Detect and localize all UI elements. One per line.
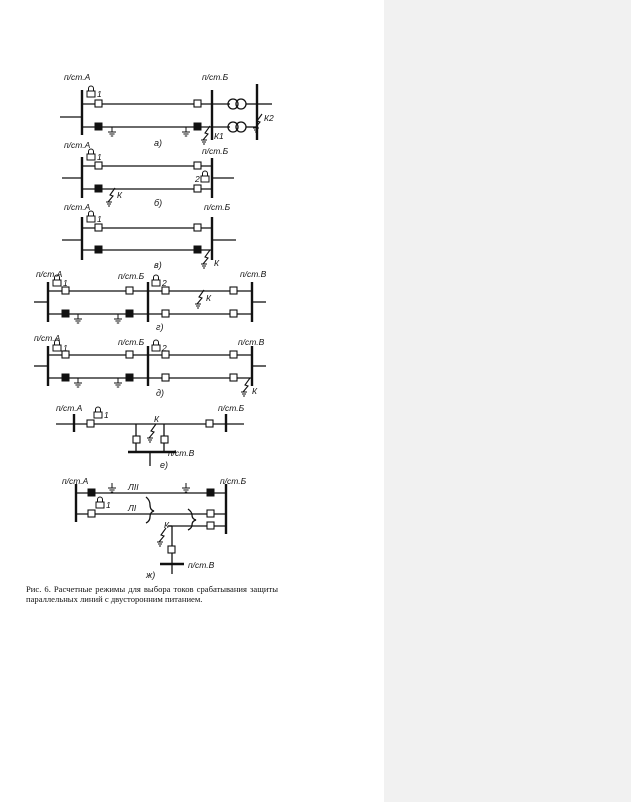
scheme-d: п/ст.А п/ст.Б п/ст.В 1 2 К д): [34, 333, 266, 398]
label-k: К: [164, 520, 170, 530]
fault-icon: [146, 423, 157, 443]
scheme-g: п/ст.А п/ст.Б п/ст.В 1 2 К г): [34, 269, 267, 332]
label-k: К: [252, 386, 258, 396]
fault-icon: [200, 249, 211, 269]
fault-icon: [105, 187, 116, 207]
protection-lock-icon: [93, 406, 103, 419]
subfig-a: а): [154, 138, 162, 148]
label-ps-v: п/ст.В: [188, 560, 215, 570]
subfig-e: е): [160, 460, 168, 470]
fault-icon: [194, 289, 205, 309]
ground-icon: [107, 126, 117, 137]
protection-lock-icon: [86, 210, 96, 223]
label-prot-1: 1: [63, 343, 68, 353]
document-page: п/ст.А п/ст.Б 1 К1 К2 а) п/ст.А п/ст.Б: [26, 72, 278, 605]
ground-icon: [73, 377, 83, 388]
label-ps-a: п/ст.А: [34, 333, 61, 343]
protection-lock-icon: [151, 339, 161, 352]
ground-icon: [73, 313, 83, 324]
subfig-v: в): [154, 260, 162, 270]
label-prot-2: 2: [161, 343, 167, 353]
scheme-zh: п/ст.А п/ст.Б 1 ЛII ЛI К п/ст.В ж): [62, 476, 247, 580]
label-ps-b: п/ст.Б: [118, 337, 145, 347]
fault-icon: [156, 527, 167, 547]
label-prot-1: 1: [97, 152, 102, 162]
scheme-e: п/ст.А п/ст.Б 1 К п/ст.В е): [56, 403, 245, 470]
transformer-icon: [227, 98, 239, 110]
scheme-v: п/ст.А п/ст.Б 1 К в): [62, 202, 236, 270]
label-ps-a: п/ст.А: [56, 403, 83, 413]
subfig-d: д): [156, 388, 164, 398]
label-ps-a: п/ст.А: [64, 140, 91, 150]
label-ps-b: п/ст.Б: [118, 271, 145, 281]
protection-lock-icon: [151, 274, 161, 287]
label-prot-1: 1: [97, 214, 102, 224]
label-k: К: [117, 190, 123, 200]
protection-lock-icon: [86, 148, 96, 161]
protection-lock-icon: [95, 496, 105, 509]
label-ps-a: п/ст.А: [64, 72, 91, 82]
subfig-b: б): [154, 198, 162, 208]
protection-lock-icon: [200, 170, 210, 183]
label-l2: ЛII: [127, 482, 139, 492]
sidebar-panel: [384, 0, 631, 802]
subfig-g: г): [156, 322, 163, 332]
label-ps-b: п/ст.Б: [220, 476, 247, 486]
ground-icon: [181, 126, 191, 137]
label-k: К: [154, 414, 160, 424]
label-ps-b: п/ст.Б: [204, 202, 231, 212]
label-prot-1: 1: [97, 89, 102, 99]
label-ps-b: п/ст.Б: [202, 146, 229, 156]
label-ps-v: п/ст.В: [240, 269, 267, 279]
label-ps-v: п/ст.В: [168, 448, 195, 458]
label-ps-a: п/ст.А: [36, 269, 63, 279]
label-prot-2: 2: [194, 174, 200, 184]
label-ps-a: п/ст.А: [62, 476, 89, 486]
label-prot-1: 1: [104, 410, 109, 420]
protection-lock-icon: [86, 85, 96, 98]
label-prot-1: 1: [106, 500, 111, 510]
label-ps-v: п/ст.В: [238, 337, 265, 347]
fault-icon: [240, 377, 251, 397]
fault-icon: [200, 125, 211, 145]
ground-icon: [107, 482, 117, 493]
label-l1: ЛI: [127, 503, 137, 513]
label-prot-1: 1: [63, 278, 68, 288]
ground-icon: [181, 482, 191, 493]
label-k: К: [214, 258, 220, 268]
label-k2: К2: [264, 113, 274, 123]
label-prot-2: 2: [161, 278, 167, 288]
label-k1: К1: [214, 131, 224, 141]
scheme-b: п/ст.А п/ст.Б 1 2 К б): [62, 140, 234, 208]
ground-icon: [113, 313, 123, 324]
transformer-icon: [227, 121, 239, 133]
subfig-zh: ж): [145, 570, 155, 580]
label-k: К: [206, 293, 212, 303]
ground-icon: [113, 377, 123, 388]
label-ps-a: п/ст.А: [64, 202, 91, 212]
diagram-figure: п/ст.А п/ст.Б 1 К1 К2 а) п/ст.А п/ст.Б: [34, 72, 274, 580]
label-ps-b: п/ст.Б: [218, 403, 245, 413]
scheme-a: п/ст.А п/ст.Б 1 К1 К2 а): [60, 72, 274, 148]
label-ps-b: п/ст.Б: [202, 72, 229, 82]
figure-caption: Рис. 6. Расчетные режимы для выбора токо…: [26, 584, 278, 605]
